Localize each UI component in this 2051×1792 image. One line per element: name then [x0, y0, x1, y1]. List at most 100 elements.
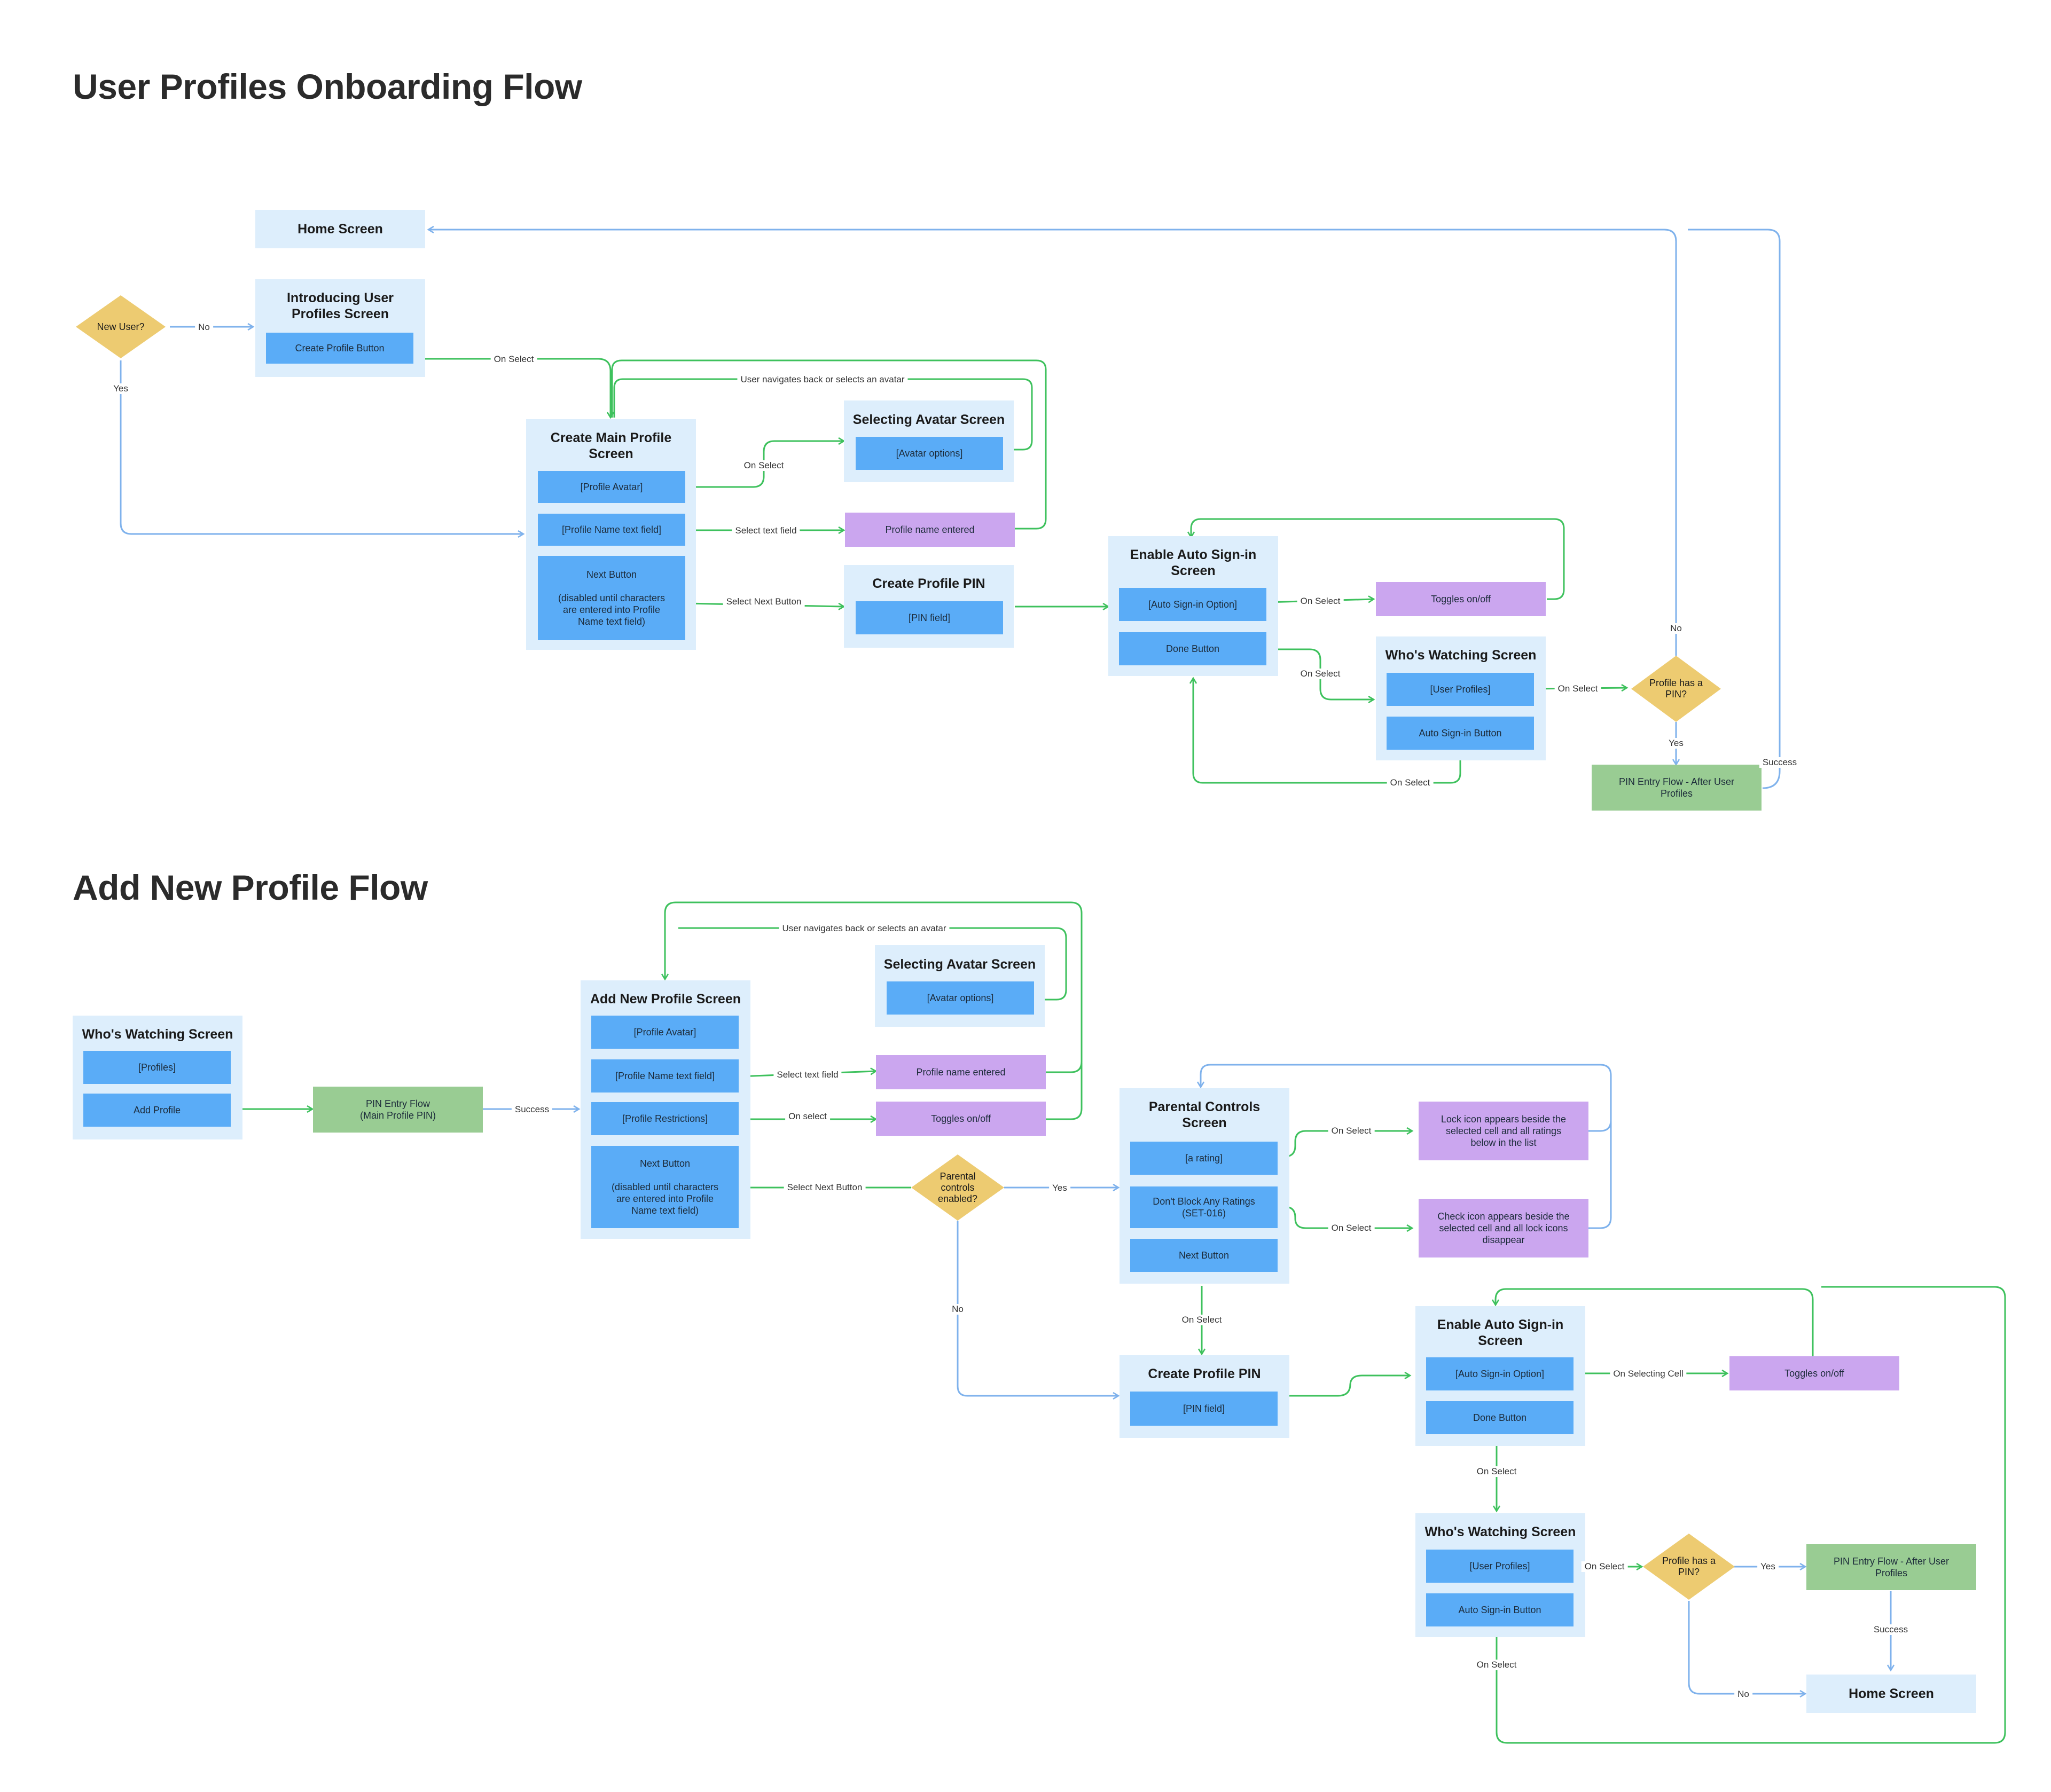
selecting-avatar-title-2: Selecting Avatar Screen — [883, 957, 1036, 972]
label-select-text-field-2: Select text field — [773, 1070, 842, 1080]
profiles-cell[interactable]: [Profiles] — [83, 1051, 231, 1084]
profile-has-pin-label: Profile has a PIN? — [1649, 678, 1703, 699]
toggles-state-restrictions: Toggles on/off — [876, 1102, 1046, 1136]
pin-field-cell-2[interactable]: [PIN field] — [1130, 1392, 1278, 1426]
whos-watching-screen: Who's Watching Screen [User Profiles] Au… — [1376, 636, 1546, 760]
profile-name-field-cell[interactable]: [Profile Name text field] — [538, 514, 685, 546]
create-profile-pin-title-2: Create Profile PIN — [1148, 1366, 1261, 1381]
connector-pin-auto — [1287, 1376, 1410, 1397]
label-select-next-button-2: Select Next Button — [784, 1182, 866, 1193]
whos-watching-screen-2: Who's Watching Screen [Profiles] Add Pro… — [73, 1016, 242, 1139]
home-screen-title: Home Screen — [298, 222, 383, 237]
lock-icon-state: Lock icon appears beside the selected ce… — [1419, 1102, 1588, 1160]
label-on-select-next: On Select — [1178, 1315, 1225, 1325]
connector-create-profile — [417, 358, 610, 418]
intro-screen-title: Introducing User Profiles Screen — [286, 290, 394, 321]
a-rating-cell[interactable]: [a rating] — [1130, 1142, 1278, 1175]
label-success-2: Success — [511, 1104, 553, 1115]
label-on-selecting-cell: On Selecting Cell — [1610, 1369, 1687, 1379]
enable-auto-signin-screen-2: Enable Auto Sign-in Screen [Auto Sign-in… — [1415, 1306, 1585, 1446]
label-no-pin: No — [1667, 623, 1685, 634]
create-profile-button[interactable]: Create Profile Button — [266, 333, 413, 364]
connector-restrict-loop — [1044, 1063, 1083, 1120]
avatar-options-cell[interactable]: [Avatar options] — [856, 437, 1003, 470]
add-new-profile-screen: Add New Profile Screen [Profile Avatar] … — [581, 980, 750, 1239]
create-main-profile-screen: Create Main Profile Screen [Profile Avat… — [526, 419, 696, 650]
selecting-avatar-screen-2: Selecting Avatar Screen [Avatar options] — [875, 945, 1045, 1027]
label-yes-pin: Yes — [1665, 738, 1687, 749]
home-screen[interactable]: Home Screen — [255, 210, 425, 248]
connector-parental-no — [957, 1221, 1118, 1396]
parental-enabled-label: Parental controls enabled? — [937, 1170, 978, 1204]
profile-avatar-cell[interactable]: [Profile Avatar] — [538, 471, 685, 503]
label-back-or-avatar-2: User navigates back or selects an avatar — [779, 923, 950, 934]
add-profile-cell[interactable]: Add Profile — [83, 1094, 231, 1127]
label-on-select-auto: On Select — [1387, 777, 1434, 788]
profile-name-field-cell-2[interactable]: [Profile Name text field] — [591, 1059, 739, 1093]
label-success-home-2: Success — [1870, 1624, 1912, 1635]
create-profile-pin-title: Create Profile PIN — [872, 576, 985, 591]
avatar-options-cell-2[interactable]: [Avatar options] — [887, 981, 1034, 1015]
add-new-profile-title: Add New Profile Screen — [590, 992, 741, 1007]
profile-restrictions-cell[interactable]: [Profile Restrictions] — [591, 1102, 739, 1135]
parental-controls-title: Parental Controls Screen — [1148, 1099, 1261, 1130]
label-on-select-avatar: On Select — [740, 460, 787, 471]
label-yes-pin-2: Yes — [1757, 1561, 1779, 1572]
parental-controls-screen: Parental Controls Screen [a rating] Don'… — [1120, 1088, 1289, 1284]
label-on-select-profiles: On Select — [1554, 683, 1601, 694]
pin-entry-after-2[interactable]: PIN Entry Flow - After User Profiles — [1806, 1544, 1976, 1590]
enable-auto-signin-screen: Enable Auto Sign-in Screen [Auto Sign-in… — [1108, 536, 1278, 676]
toggles-state-2: Toggles on/off — [1729, 1356, 1899, 1390]
connector-success-home — [1688, 229, 1781, 789]
user-profiles-cell[interactable]: [User Profiles] — [1387, 673, 1534, 706]
create-profile-pin-screen: Create Profile PIN [PIN field] — [844, 565, 1014, 648]
whos-watching-screen-3: Who's Watching Screen [User Profiles] Au… — [1415, 1513, 1585, 1637]
label-no-pin-2: No — [1734, 1689, 1752, 1700]
auto-signin-button-cell-2[interactable]: Auto Sign-in Button — [1426, 1593, 1574, 1626]
done-button-cell[interactable]: Done Button — [1119, 632, 1266, 665]
label-success: Success — [1759, 757, 1801, 768]
next-button-cell-2[interactable]: Next Button (disabled until characters a… — [591, 1146, 739, 1228]
pin-entry-flow-after[interactable]: PIN Entry Flow - After User Profiles — [1592, 765, 1762, 811]
profile-name-entered-state-2: Profile name entered — [876, 1055, 1046, 1089]
auto-signin-button-cell[interactable]: Auto Sign-in Button — [1387, 717, 1534, 750]
label-select-next-button: Select Next Button — [723, 596, 805, 607]
label-on-select-dont: On Select — [1328, 1223, 1375, 1233]
label-yes: Yes — [110, 383, 131, 394]
next-button-cell[interactable]: Next Button (disabled until characters a… — [538, 556, 685, 640]
home-screen-title-2: Home Screen — [1849, 1686, 1934, 1701]
label-on-select-auto-2: On Select — [1473, 1660, 1520, 1670]
label-yes-parental: Yes — [1049, 1183, 1070, 1193]
flow2-connectors — [231, 901, 2006, 1744]
label-on-select-create: On Select — [490, 354, 537, 365]
label-on-select-profiles-2: On Select — [1581, 1561, 1628, 1572]
dont-block-cell[interactable]: Don't Block Any Ratings (SET-016) — [1130, 1186, 1278, 1228]
create-main-profile-title: Create Main Profile Screen — [550, 430, 672, 461]
create-profile-pin-screen-2: Create Profile PIN [PIN field] — [1120, 1355, 1289, 1438]
pin-entry-main-profile[interactable]: PIN Entry Flow (Main Profile PIN) — [313, 1087, 483, 1133]
auto-signin-option-cell-2[interactable]: [Auto Sign-in Option] — [1426, 1357, 1574, 1390]
whos-watching-title-3: Who's Watching Screen — [1424, 1524, 1576, 1539]
user-profiles-cell-2[interactable]: [User Profiles] — [1426, 1550, 1574, 1583]
selecting-avatar-screen: Selecting Avatar Screen [Avatar options] — [844, 400, 1014, 482]
label-no: No — [195, 322, 213, 333]
toggles-state: Toggles on/off — [1376, 582, 1546, 616]
profile-avatar-cell-2[interactable]: [Profile Avatar] — [591, 1016, 739, 1049]
title-add-new-profile-flow: Add New Profile Flow — [73, 868, 428, 907]
label-back-or-avatar: User navigates back or selects an avatar — [737, 374, 908, 385]
pin-field-cell[interactable]: [PIN field] — [856, 601, 1003, 634]
check-icon-state: Check icon appears beside the selected c… — [1419, 1199, 1588, 1257]
next-button-pc-cell[interactable]: Next Button — [1130, 1239, 1278, 1272]
label-select-text-field: Select text field — [732, 525, 800, 536]
label-no-parental: No — [949, 1304, 967, 1315]
home-screen-2[interactable]: Home Screen — [1806, 1675, 1976, 1713]
label-on-select-done: On Select — [1297, 669, 1344, 679]
whos-watching-title-2: Who's Watching Screen — [82, 1027, 233, 1042]
profile-has-pin-label-2: Profile has a PIN? — [1662, 1555, 1716, 1577]
auto-signin-option-cell[interactable]: [Auto Sign-in Option] — [1119, 588, 1266, 621]
label-on-select-done-2: On Select — [1473, 1466, 1520, 1477]
connector-parental-loop-2 — [1586, 1121, 1612, 1229]
label-on-select-rating: On Select — [1328, 1126, 1375, 1136]
done-button-cell-2[interactable]: Done Button — [1426, 1401, 1574, 1434]
